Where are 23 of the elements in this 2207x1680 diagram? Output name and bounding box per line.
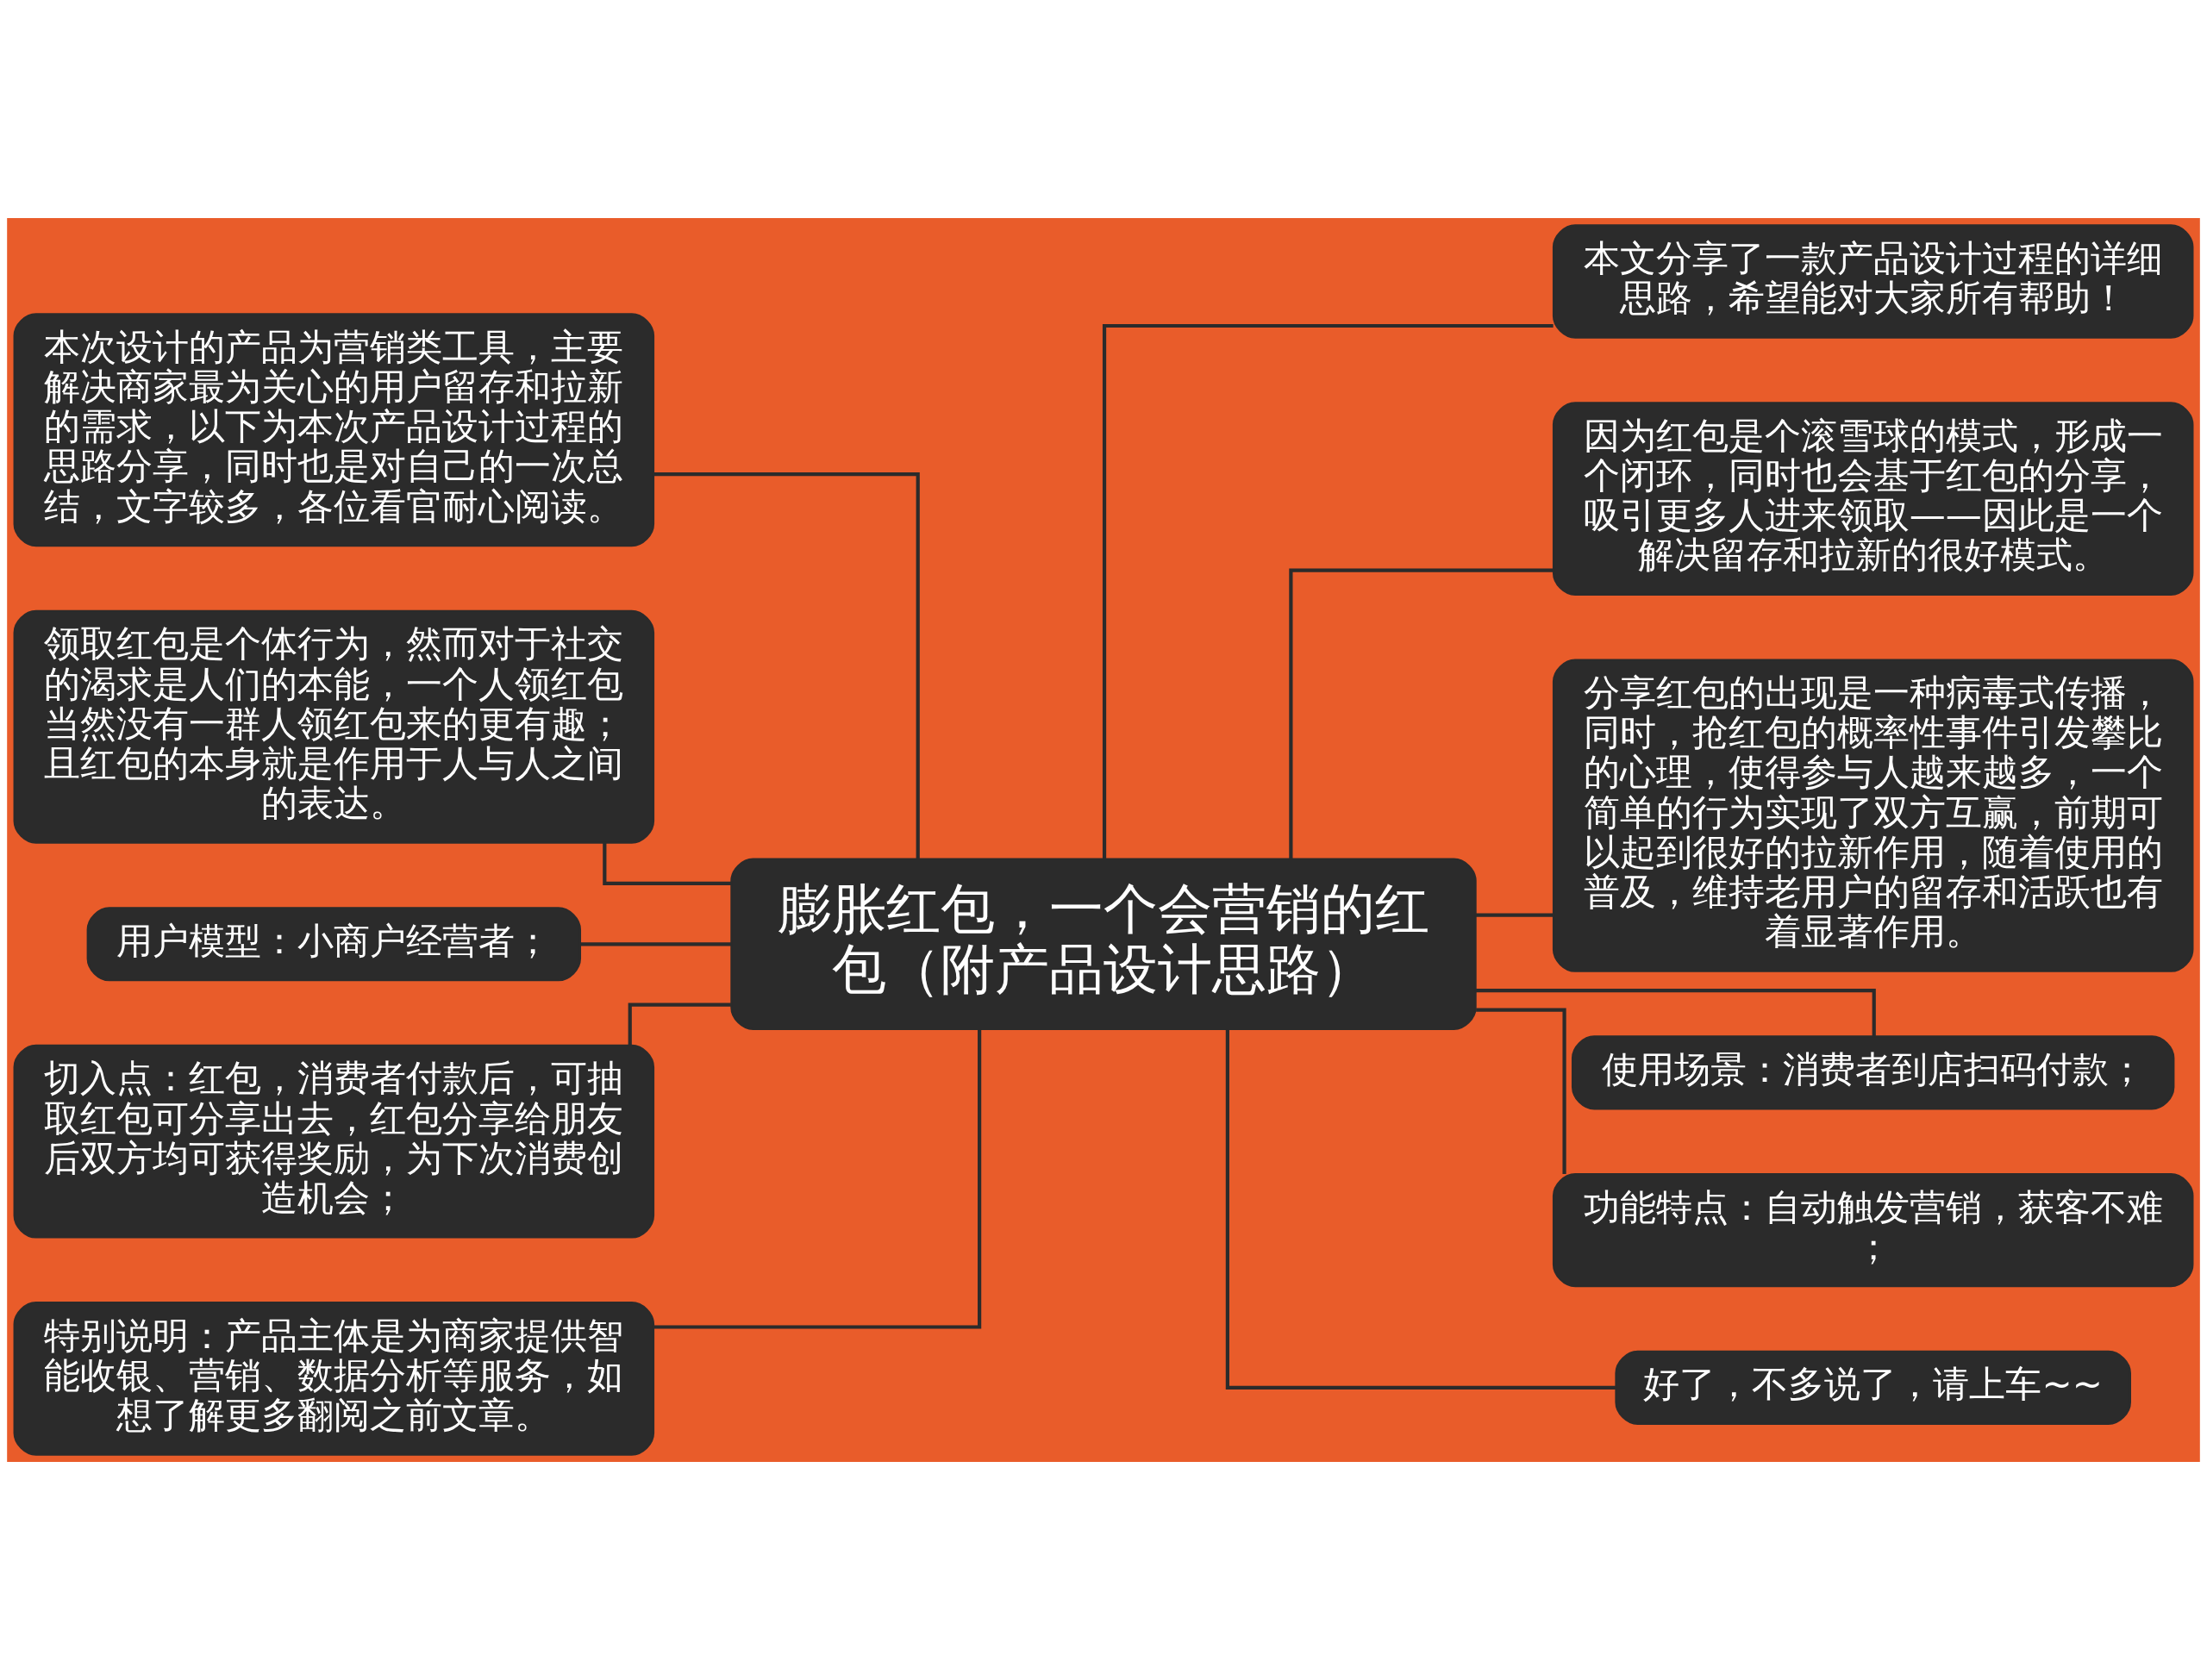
node-box: 膨胀红包，一个会营销的红包（附产品设计思路）	[730, 858, 1477, 1031]
connector	[653, 472, 920, 859]
node-box: 分享红包的出现是一种病毒式传播，同时，抢红包的概率性事件引发攀比的心理，使得参与人越来越多，一个简单的行为实现了双方互赢，前期可以起到很好的拉新作用，随着使用的普及，维持老用户的留存和活跃也有着显著作用。	[1552, 659, 2194, 972]
connector	[1475, 913, 1554, 917]
node-box: 本文分享了一款产品设计过程的详细思路，希望能对大家所有帮助！	[1552, 224, 2194, 339]
node-box: 好了，不多说了，请上车~~	[1615, 1350, 2131, 1425]
node-box: 用户模型：小商户经营者；	[86, 907, 581, 982]
connector	[603, 843, 732, 885]
connector	[1225, 1029, 1616, 1390]
connector	[1475, 989, 1876, 1037]
connector	[580, 942, 732, 946]
connector	[1102, 323, 1554, 859]
connector	[653, 1029, 982, 1329]
connector	[628, 1002, 731, 1046]
node-box: 功能特点：自动触发营销，获客不难；	[1552, 1173, 2194, 1288]
node-box: 切入点：红包，消费者付款后，可抽取红包可分享出去，红包分享给朋友后双方均可获得奖励，为下次消费创造机会；	[13, 1044, 655, 1239]
node-box: 本次设计的产品为营销类工具，主要解决商家最为关心的用户留存和拉新的需求，以下为本次产品设计过程的思路分享，同时也是对自己的一次总结，文字较多，各位看官耐心阅读。	[13, 313, 655, 547]
connector	[1476, 1008, 1566, 1174]
connector	[1289, 568, 1554, 859]
node-box: 使用场景：消费者到店扫码付款；	[1571, 1035, 2175, 1110]
node-box: 领取红包是个体行为，然而对于社交的渴求是人们的本能，一个人领红包当然没有一群人领红包来的更有趣；且红包的本身就是作用于人与人之间的表达。	[13, 609, 655, 844]
node-box: 特别说明：产品主体是为商家提供智能收银、营销、数据分析等服务，如想了解更多翻阅之前文章。	[13, 1302, 655, 1456]
node-box: 因为红包是个滚雪球的模式，形成一个闭环，同时也会基于红包的分享，吸引更多人进来领取——因此是一个解决留存和拉新的很好模式。	[1552, 402, 2194, 596]
